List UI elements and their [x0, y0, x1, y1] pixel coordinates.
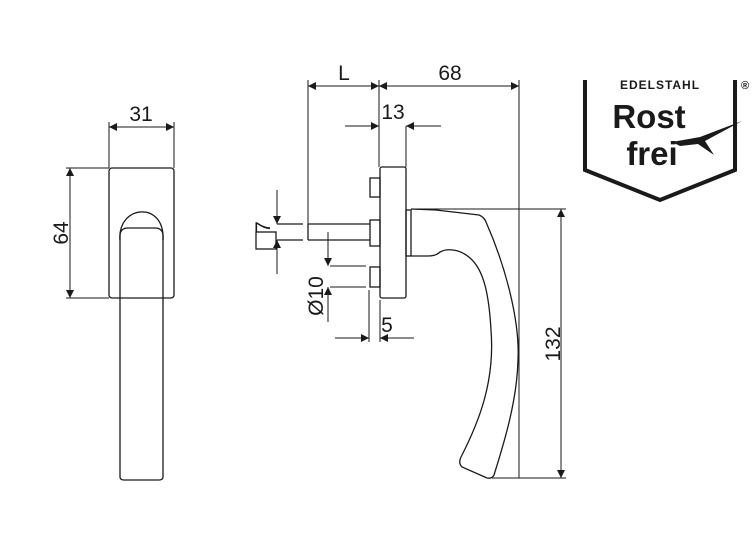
svg-text:Rost: Rost	[612, 98, 685, 135]
pin-label: 5	[381, 314, 393, 337]
bird-swoosh-icon	[672, 121, 742, 155]
height-label: 64	[50, 221, 73, 245]
screw-diameter-label: Ø10	[305, 276, 328, 316]
projection-label: 68	[438, 62, 461, 85]
svg-text:EDELSTAHL: EDELSTAHL	[620, 78, 700, 92]
knob-collar	[119, 211, 164, 241]
front-view: 31 64	[50, 103, 175, 481]
rosette-side	[379, 166, 407, 299]
rosette-front	[108, 167, 175, 299]
handle-height-label: 132	[542, 326, 565, 361]
spindle	[255, 223, 370, 250]
rosette-depth-label: 13	[381, 101, 404, 124]
edelstahl-rostfrei-logo: EDELSTAHL ® Rost frei	[583, 75, 749, 203]
spindle-length-label: L	[338, 62, 350, 85]
svg-text:frei: frei	[626, 135, 677, 172]
handle-side	[410, 208, 519, 479]
spindle-square-label: 7	[252, 221, 275, 233]
svg-text:®: ®	[741, 80, 749, 92]
width-label: 31	[129, 103, 152, 126]
side-view: L 68 13 7 Ø10 5	[252, 62, 566, 479]
handle-front	[119, 227, 164, 481]
